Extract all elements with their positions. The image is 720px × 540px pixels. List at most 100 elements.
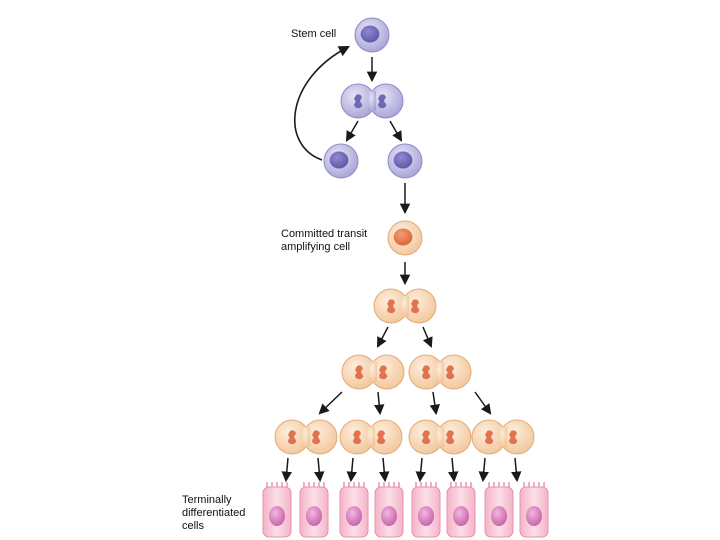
dividing-stem-cell-left-chromosomes-shape	[354, 94, 363, 109]
amp-division-3-3-bridge	[436, 427, 444, 447]
terminal-label-line-2: differentiated	[182, 507, 246, 519]
amp-division-3-1-left-chromosomes-shape	[288, 430, 297, 445]
amp-division-1-left-chromosomes	[387, 299, 396, 314]
differentiated-cell-1	[262, 482, 292, 538]
amp-division-1-left-chromosomes-shape	[387, 299, 396, 314]
amp-division-3-3-left-chromosomes-shape	[422, 430, 431, 445]
arrow-amp-2b-right	[474, 391, 492, 415]
amp-division-1-bridge	[401, 296, 409, 316]
dividing-stem-cell	[340, 83, 404, 119]
renewed-stem-cell-nucleus	[329, 151, 349, 169]
differentiated-cell-1-nucleus	[269, 506, 285, 526]
amp-division-2a-left-chromosomes	[355, 365, 364, 380]
amp-division-2a	[341, 354, 405, 390]
arrow-to-differentiated-left-4	[478, 457, 489, 483]
differentiated-cell-4	[374, 482, 404, 538]
cells-layer	[262, 17, 549, 538]
transit-label-line-1: Committed transit	[281, 228, 368, 240]
differentiated-cell-5-nucleus	[418, 506, 434, 526]
amp-division-3-4	[471, 419, 535, 455]
renewed-stem-cell	[323, 143, 359, 179]
arrow-amp-1-left	[377, 326, 389, 348]
dividing-stem-cell-right-chromosomes	[378, 94, 387, 109]
amp-division-3-3-right-chromosomes-shape	[446, 430, 455, 445]
amp-division-1-right-chromosomes-shape	[411, 299, 420, 314]
amp-division-3-4-right-chromosomes	[509, 430, 518, 445]
arrow-division-to-renewed-stem	[345, 120, 359, 142]
amp-division-3-2-right-chromosomes	[377, 430, 386, 445]
differentiated-cell-3-nucleus	[346, 506, 362, 526]
amp-division-3-3-right-chromosomes	[446, 430, 455, 445]
differentiated-cell-2	[299, 482, 329, 538]
differentiated-cell-4-nucleus	[381, 506, 397, 526]
dividing-stem-cell-bridge	[368, 91, 376, 111]
arrow-to-differentiated-right-4	[511, 457, 522, 483]
terminal-label-line-1: Terminally	[182, 494, 232, 506]
amp-division-3-1-right-chromosomes-shape	[312, 430, 321, 445]
transit-amplifying-cell	[387, 220, 423, 256]
differentiated-cell-7	[484, 482, 514, 538]
arrow-to-differentiated-right-3	[448, 457, 459, 483]
stem-cell-nucleus	[360, 25, 380, 43]
differentiated-cell-7-nucleus	[491, 506, 507, 526]
amp-division-2a-right-chromosomes	[379, 365, 388, 380]
differentiated-cell-6-nucleus	[453, 506, 469, 526]
arrow-to-differentiated-left-2	[346, 457, 357, 483]
amp-division-3-3	[408, 419, 472, 455]
amp-division-3-2-left-chromosomes	[353, 430, 362, 445]
arrow-amp-2a-left	[318, 391, 343, 415]
amp-division-2b-left-chromosomes-shape	[422, 365, 431, 380]
arrow-to-differentiated-left-1	[281, 457, 292, 483]
arrow-to-differentiated-right-2	[379, 457, 390, 483]
arrow-amp-1-right	[422, 326, 433, 348]
amp-division-3-2-bridge	[367, 427, 375, 447]
stem-cell-label: Stem cell	[291, 28, 336, 41]
amp-division-3-4-left-chromosomes-shape	[485, 430, 494, 445]
amp-division-3-4-left-chromosomes	[485, 430, 494, 445]
amp-division-2a-right-chromosomes-shape	[379, 365, 388, 380]
amp-division-2b	[408, 354, 472, 390]
amp-division-3-2-left-chromosomes-shape	[353, 430, 362, 445]
transit-label-line-2: amplifying cell	[281, 241, 351, 253]
terminally-differentiated-cells-label: Terminally differentiated cells	[182, 494, 245, 533]
arrow-amp-2a-right	[373, 391, 385, 416]
amp-division-1-right-chromosomes	[411, 299, 420, 314]
stem-cell	[354, 17, 390, 53]
self-renewal-arrow	[293, 45, 350, 161]
amp-division-3-2-right-chromosomes-shape	[377, 430, 386, 445]
amp-division-3-1	[274, 419, 338, 455]
differentiated-cell-5	[411, 482, 441, 538]
transit-amplifying-cell-label: Committed transit amplifying cell	[281, 228, 367, 254]
arrows-layer	[281, 45, 522, 483]
committed-daughter-cell-nucleus	[393, 151, 413, 169]
dividing-stem-cell-left-chromosomes	[354, 94, 363, 109]
amp-division-3-4-right-chromosomes-shape	[509, 430, 518, 445]
amp-division-3-3-left-chromosomes	[422, 430, 431, 445]
transit-amplifying-cell-nucleus	[393, 228, 413, 246]
amp-division-2a-left-chromosomes-shape	[355, 365, 364, 380]
amp-division-2b-left-chromosomes	[422, 365, 431, 380]
amp-division-2b-right-chromosomes	[446, 365, 455, 380]
differentiated-cell-8	[519, 482, 549, 538]
arrow-to-differentiated-left-3	[415, 457, 426, 483]
amp-division-1	[373, 288, 437, 324]
differentiated-cell-8-nucleus	[526, 506, 542, 526]
amp-division-3-1-right-chromosomes	[312, 430, 321, 445]
amp-division-3-4-bridge	[499, 427, 507, 447]
amp-division-2b-right-chromosomes-shape	[446, 365, 455, 380]
amp-division-3-1-left-chromosomes	[288, 430, 297, 445]
arrow-amp-2b-left	[429, 391, 441, 416]
dividing-stem-cell-right-chromosomes-shape	[378, 94, 387, 109]
differentiated-cell-3	[339, 482, 369, 538]
amp-division-3-2	[339, 419, 403, 455]
amp-division-2b-bridge	[436, 362, 444, 382]
committed-daughter-cell	[387, 143, 423, 179]
terminal-label-line-3: cells	[182, 520, 205, 532]
stem-cell-label-text: Stem cell	[291, 28, 337, 40]
amp-division-3-1-bridge	[302, 427, 310, 447]
differentiated-cell-6	[446, 482, 476, 538]
amp-division-2a-bridge	[369, 362, 377, 382]
arrow-division-to-committed-daughter	[389, 120, 403, 142]
differentiated-cell-2-nucleus	[306, 506, 322, 526]
